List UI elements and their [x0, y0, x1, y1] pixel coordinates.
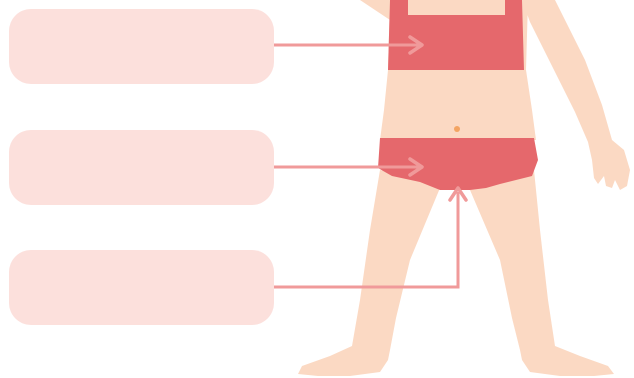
left-leg	[298, 170, 440, 376]
right-arm	[522, 0, 630, 190]
navel	[454, 126, 460, 132]
right-leg	[470, 170, 614, 376]
left-arm	[360, 0, 392, 20]
